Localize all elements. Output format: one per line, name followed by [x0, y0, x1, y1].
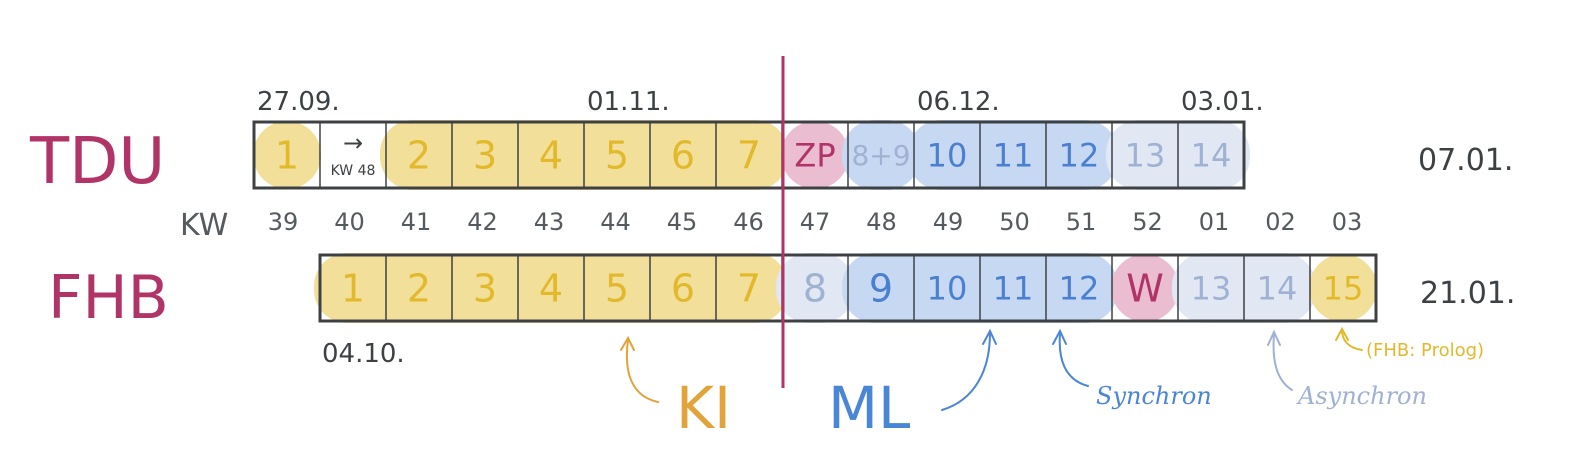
tdu-cell-label: 13 [1125, 137, 1166, 175]
fhb-cell-label: 10 [927, 270, 968, 308]
tdu-cell-label: 1 [275, 134, 299, 178]
fhb-cell-label: 3 [473, 267, 497, 311]
kw-week-number: 01 [1199, 208, 1230, 236]
fhb-cell-label: 9 [869, 267, 893, 311]
fhb-start-date: 04.10. [322, 339, 405, 369]
fhb-cell-label: 11 [993, 270, 1034, 308]
fhb-highlight-circle-12 [1111, 254, 1179, 322]
fhb-highlight-circle-15 [1309, 254, 1377, 322]
kw-week-number: 40 [334, 208, 365, 236]
synchron-arrow [1058, 332, 1089, 387]
fhb-end-date: 21.01. [1420, 276, 1515, 311]
kw-week-number: 51 [1066, 208, 1097, 236]
tdu-date-label: 06.12. [917, 87, 1000, 117]
tdu-cell-label: 11 [993, 137, 1034, 175]
kw-week-number: 44 [600, 208, 631, 236]
kw-week-number: 39 [268, 208, 299, 236]
kw-week-number: 03 [1332, 208, 1363, 236]
asynchron-annotation: Asynchron [1296, 382, 1427, 410]
row-label-tdu: TDU [29, 125, 165, 199]
kw-week-number: 45 [667, 208, 698, 236]
tdu-date-label: 03.01. [1181, 87, 1264, 117]
kw-week-number: 46 [733, 208, 764, 236]
fhb-cell-label: 1 [341, 267, 365, 311]
tdu-cell-label: 14 [1191, 137, 1232, 175]
synchron-annotation: Synchron [1096, 382, 1212, 410]
ml-arrow-head [982, 328, 997, 345]
kw-week-number: 42 [467, 208, 498, 236]
fhb-cell-label: 14 [1257, 270, 1298, 308]
kw-week-number: 52 [1132, 208, 1163, 236]
kw-week-number: 49 [933, 208, 964, 236]
fhb-cell-label: 5 [605, 267, 629, 311]
fhb-cell-label: 4 [539, 267, 563, 311]
kw-week-number: 48 [866, 208, 897, 236]
row-label-fhb: FHB [48, 263, 169, 333]
arrows [620, 326, 1363, 411]
tdu-cell-label: 6 [671, 134, 695, 178]
ki-arrow-head [620, 335, 635, 351]
tdu-date-label: 27.09. [257, 87, 340, 117]
fhb-highlight-band-7 [776, 253, 854, 323]
prolog-arrow-head [1335, 326, 1349, 341]
tdu-cell-arrow: → [343, 129, 363, 157]
tdu-cell-label: 8+9 [851, 139, 910, 172]
fhb-cell-label: 12 [1059, 270, 1100, 308]
tdu-highlight-circle-0 [253, 121, 321, 189]
tdu-cell-label: 10 [927, 137, 968, 175]
kw-week-number: 02 [1265, 208, 1296, 236]
fhb-cell-label: 13 [1191, 270, 1232, 308]
asynchron-arrow-head [1267, 329, 1281, 346]
tdu-highlight-band-9 [842, 120, 920, 190]
kw-week-number: 43 [534, 208, 565, 236]
kw-label: KW [180, 208, 228, 243]
tdu-end-date: 07.01. [1418, 143, 1513, 178]
kw-week-number: 41 [401, 208, 432, 236]
tdu-cell-label: ZP [794, 137, 835, 175]
fhb-cell-label: 7 [737, 267, 761, 311]
fhb-cell-label: 15 [1323, 270, 1364, 308]
fhb-highlight-band-0 [314, 253, 788, 323]
ki-arrow [625, 339, 659, 403]
tdu-cell-label: 12 [1059, 137, 1100, 175]
asynchron-arrow [1272, 333, 1293, 391]
tdu-cell-label: 3 [473, 134, 497, 178]
prolog-arrow [1341, 329, 1363, 351]
tdu-cell-label: 2 [407, 134, 431, 178]
tdu-cell-label: 4 [539, 134, 563, 178]
fhb-cell-label: 8 [803, 267, 827, 311]
kw-week-number: 50 [999, 208, 1030, 236]
tdu-cell-subtext: KW 48 [331, 163, 376, 179]
synchron-arrow-head [1052, 328, 1067, 345]
tdu-highlight-band-10 [908, 120, 1118, 190]
fhb-cell-label: 2 [407, 267, 431, 311]
tdu-highlight-circle-8 [781, 121, 849, 189]
ki-annotation: KI [676, 374, 731, 442]
ml-annotation: ML [828, 374, 910, 442]
tdu-cell-label: 5 [605, 134, 629, 178]
tdu-row-frame [252, 120, 1246, 190]
prolog-annotation: (FHB: Prolog) [1366, 340, 1484, 361]
ml-arrow [941, 332, 991, 411]
grid-layer [252, 120, 1378, 323]
tdu-date-label: 01.11. [587, 87, 670, 117]
tdu-cell-label: 7 [737, 134, 761, 178]
fhb-cell-label: 6 [671, 267, 695, 311]
kw-week-number: 47 [800, 208, 831, 236]
fhb-cell-label: W [1126, 267, 1164, 311]
